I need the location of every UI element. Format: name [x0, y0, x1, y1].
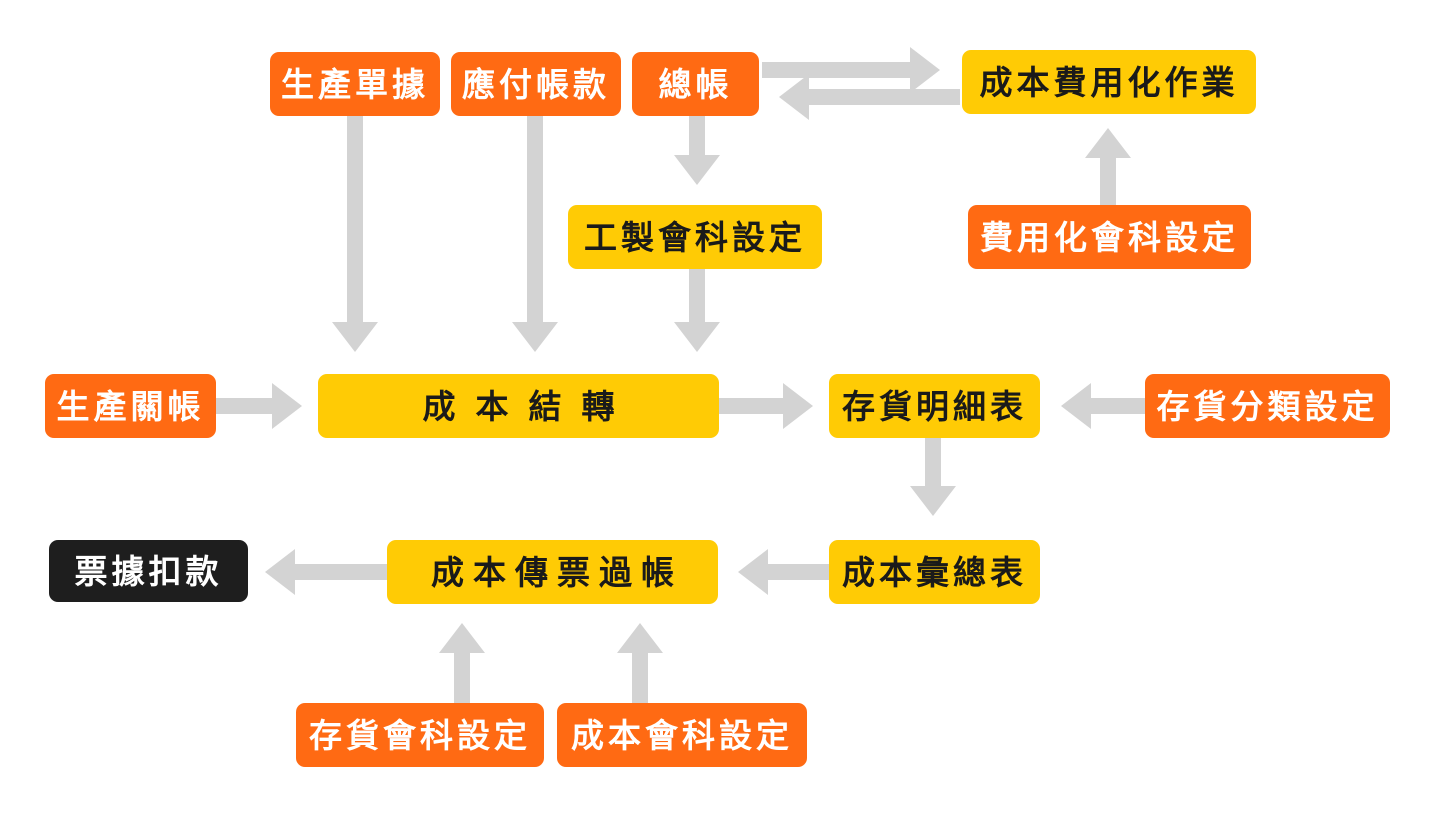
arrow-cost-setup-to-voucher-posting [617, 623, 663, 703]
node-manufacturing-account-setup[interactable]: 工製會科設定 [568, 205, 822, 269]
node-label: 生產單據 [281, 64, 429, 104]
node-label: 票據扣款 [74, 551, 223, 591]
arrow-inventory-detail-to-cost-summary [910, 438, 956, 516]
node-cost-summary[interactable]: 成本彙總表 [829, 540, 1040, 604]
arrow-cost-summary-to-voucher-posting [738, 549, 829, 595]
node-label: 存貨明細表 [842, 386, 1027, 426]
arrow-production-docs-to-cost-transfer [332, 116, 378, 352]
node-label: 成本彙總表 [842, 552, 1027, 592]
arrow-production-close-to-cost-transfer [216, 383, 302, 429]
node-expensing-account-setup[interactable]: 費用化會科設定 [968, 205, 1251, 269]
arrow-inventory-setup-to-voucher-posting [439, 623, 485, 703]
arrow-expensing-setup-to-cost-expensing [1085, 128, 1131, 205]
arrow-category-setup-to-inventory-detail [1061, 383, 1145, 429]
node-label: 成本傳票過帳 [431, 552, 683, 592]
node-accounts-payable[interactable]: 應付帳款 [451, 52, 621, 116]
node-inventory-account-setup[interactable]: 存貨會科設定 [296, 703, 544, 767]
node-label: 存貨會科設定 [309, 715, 531, 755]
arrow-voucher-posting-to-bill-deduction [265, 549, 387, 595]
node-cost-expensing[interactable]: 成本費用化作業 [962, 50, 1256, 114]
node-production-docs[interactable]: 生產單據 [270, 52, 440, 116]
node-cost-account-setup[interactable]: 成本會科設定 [557, 703, 807, 767]
node-cost-voucher-posting[interactable]: 成本傳票過帳 [387, 540, 718, 604]
node-bill-deduction[interactable]: 票據扣款 [49, 540, 248, 602]
node-inventory-detail[interactable]: 存貨明細表 [829, 374, 1040, 438]
arrow-manufacturing-setup-to-cost-transfer [674, 269, 720, 352]
node-inventory-category-setup[interactable]: 存貨分類設定 [1145, 374, 1390, 438]
arrow-ledger-to-cost-expensing [762, 47, 940, 93]
node-general-ledger[interactable]: 總帳 [632, 52, 759, 116]
arrow-cost-expensing-to-ledger [779, 74, 960, 120]
arrow-ledger-to-manufacturing-setup [674, 116, 720, 185]
node-label: 生產關帳 [56, 386, 205, 426]
node-cost-transfer[interactable]: 成本結轉 [318, 374, 719, 438]
arrow-cost-transfer-to-inventory-detail [719, 383, 813, 429]
node-label: 費用化會科設定 [980, 217, 1239, 257]
node-label: 存貨分類設定 [1156, 386, 1379, 426]
node-production-close[interactable]: 生產關帳 [45, 374, 216, 438]
node-label: 成本會科設定 [571, 715, 793, 755]
node-label: 總帳 [658, 64, 733, 104]
node-label: 工製會科設定 [584, 217, 806, 257]
arrow-accounts-payable-to-cost-transfer [512, 116, 558, 352]
node-label: 成本費用化作業 [979, 62, 1239, 102]
node-label: 應付帳款 [462, 64, 610, 104]
node-label: 成本結轉 [422, 386, 635, 426]
